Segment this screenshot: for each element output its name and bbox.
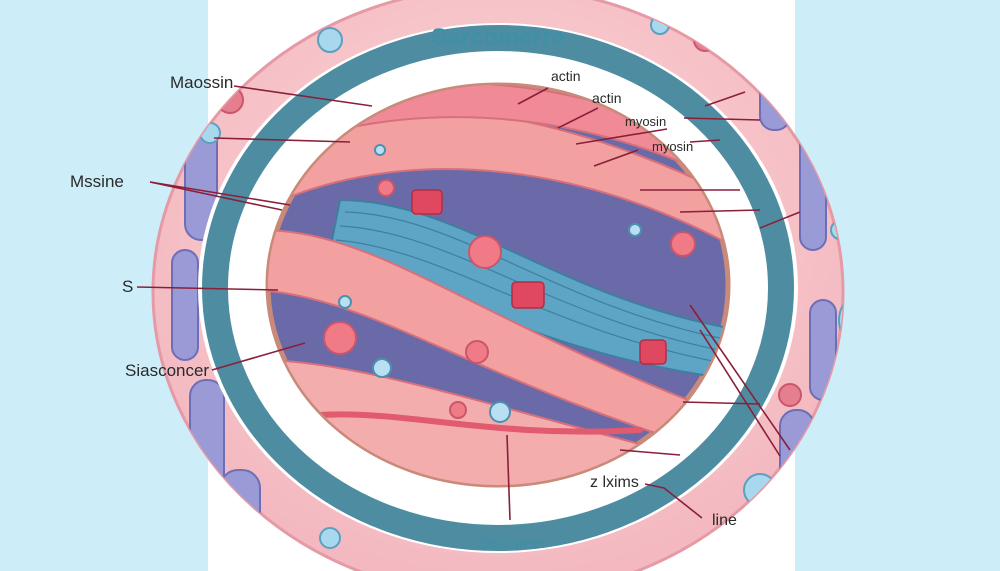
fiber-middle — [268, 228, 728, 462]
fiber-top-red — [299, 85, 728, 192]
inner-blue-vesicles — [338, 144, 642, 423]
label-line: line — [712, 512, 737, 529]
inner-red-cells — [323, 179, 696, 419]
z-bands — [411, 189, 667, 365]
label-s: S — [122, 277, 133, 296]
label-mssine: Mssine — [70, 172, 124, 191]
leader-lines — [136, 85, 801, 521]
label-actin-1: actin — [551, 68, 581, 84]
label-maossin: Maossin — [170, 73, 233, 92]
label-actin-2: actin — [592, 90, 622, 106]
label-siasconcer: Siasconcer — [125, 361, 209, 380]
label-myosin-2: myosin — [652, 139, 693, 154]
myofibril-striations — [335, 211, 728, 367]
bottom-label: Sarcomer — [477, 535, 547, 552]
label-myosin-1: myosin — [625, 114, 666, 129]
label-z-lxims: z lxims — [590, 474, 639, 491]
diagram-title: Sarcomerre — [431, 24, 564, 51]
